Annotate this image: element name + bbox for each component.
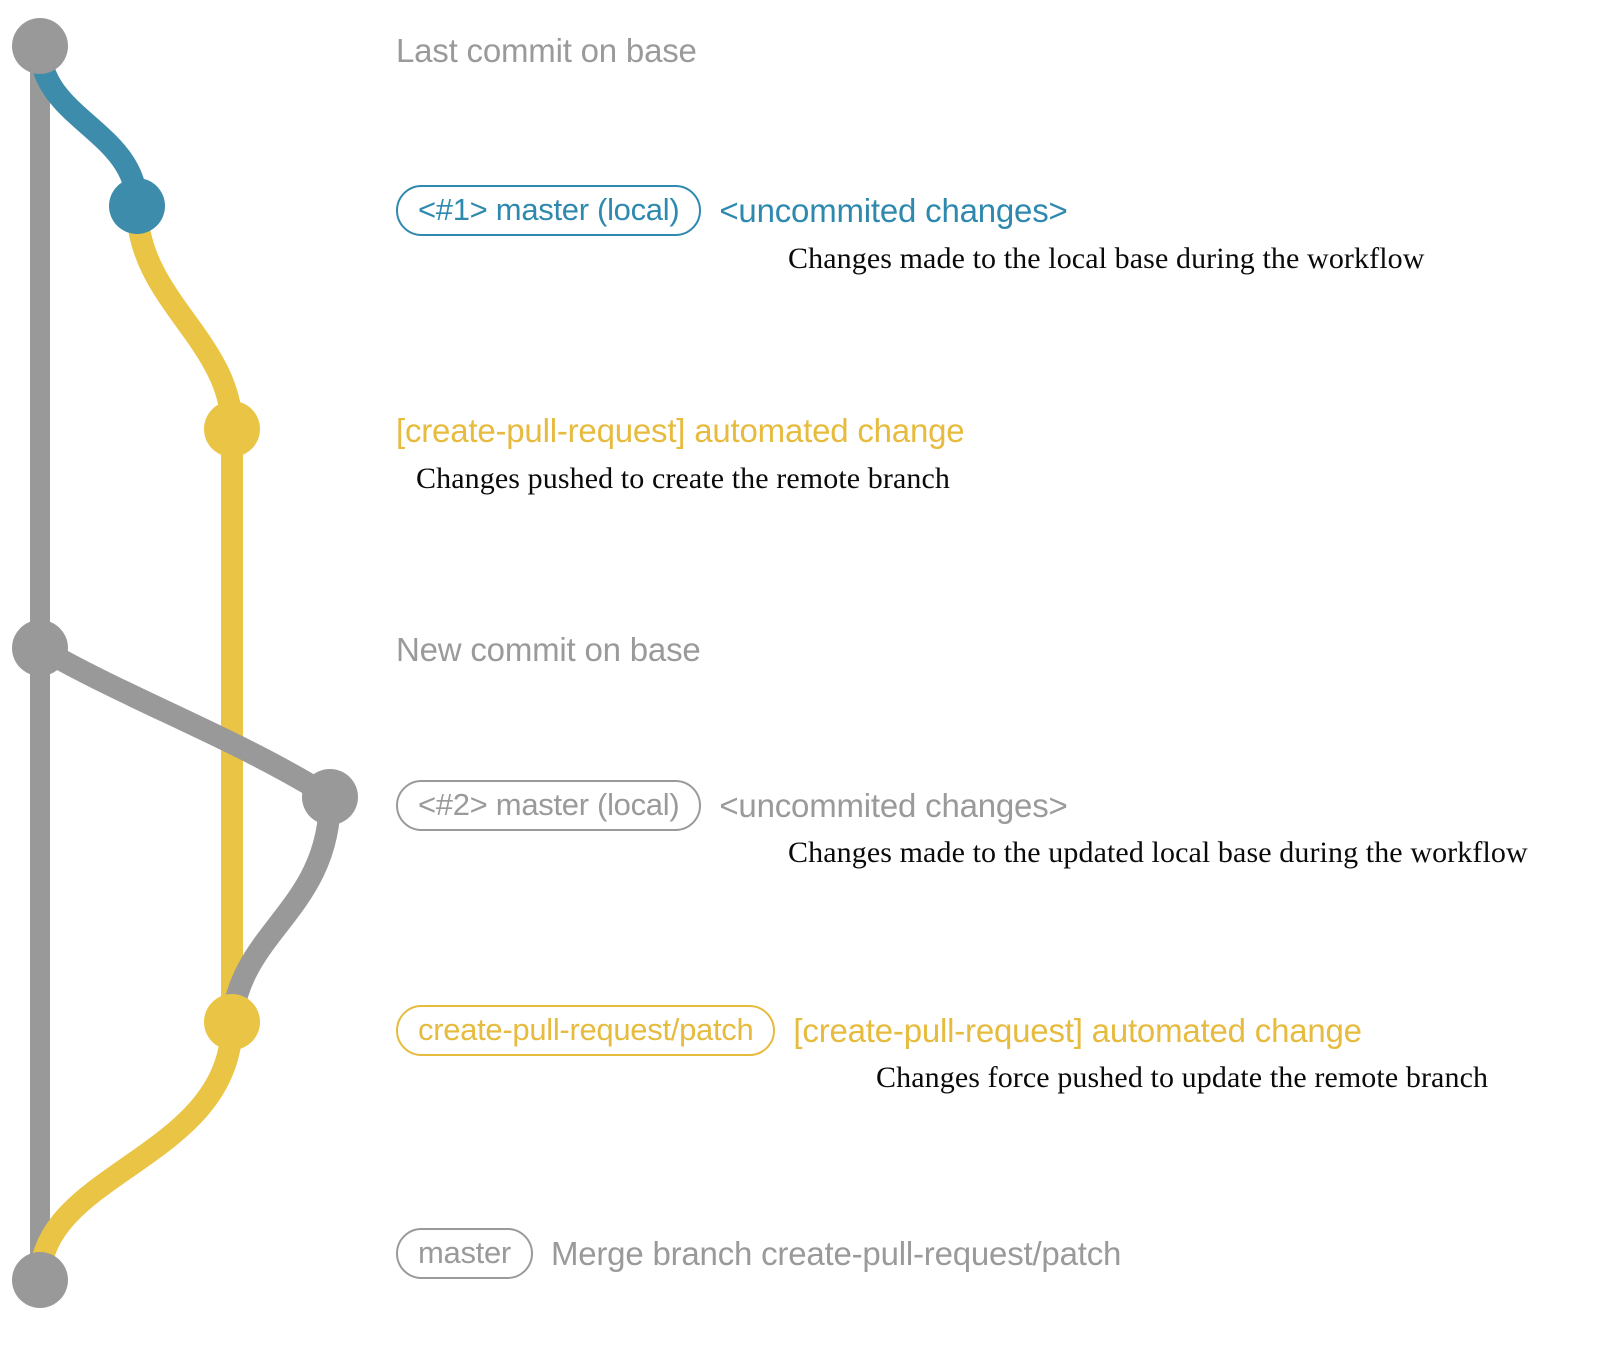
commit-subject-last-commit-on-base: Last commit on base	[396, 32, 697, 69]
note-master-local-2: Changes made to the updated local base d…	[788, 836, 1528, 869]
commit-subject-master-local-1: <uncommited changes>	[719, 191, 1068, 229]
patch-branch-1-line	[126, 195, 243, 440]
commit-subject-new-commit-on-base: New commit on base	[396, 631, 701, 668]
row-master-local-2: <#2> master (local) <uncommited changes>	[396, 780, 1068, 831]
note-automated-change-1: Changes pushed to create the remote bran…	[416, 462, 950, 495]
row-last-commit-on-base: Last commit on base	[396, 32, 697, 70]
commit-node-master-local-2[interactable]	[302, 769, 358, 825]
row-new-commit-on-base: New commit on base	[396, 631, 701, 669]
ref-badge-master[interactable]: master	[396, 1228, 533, 1279]
ref-badge-master-local-2[interactable]: <#2> master (local)	[396, 780, 702, 831]
commit-node-master-local-1[interactable]	[109, 178, 165, 234]
commit-node-last-commit-on-base[interactable]	[12, 18, 68, 74]
row-automated-change-1: [create-pull-request] automated change	[396, 412, 965, 450]
note-master-local-1: Changes made to the local base during th…	[788, 242, 1425, 275]
row-automated-change-2: create-pull-request/patch [create-pull-r…	[396, 1005, 1362, 1056]
note-automated-change-2: Changes force pushed to update the remot…	[876, 1061, 1489, 1094]
commit-node-automated-change-1[interactable]	[204, 401, 260, 457]
patch-merge-line	[29, 1011, 243, 1291]
row-merge-commit: master Merge branch create-pull-request/…	[396, 1228, 1121, 1279]
commit-subject-automated-change-1: [create-pull-request] automated change	[396, 412, 965, 449]
local-branch-2-line	[29, 637, 341, 808]
local-branch-2-to-patch-line	[221, 786, 341, 1033]
commit-node-new-commit-on-base[interactable]	[12, 620, 68, 676]
ref-badge-create-pull-request-patch[interactable]: create-pull-request/patch	[396, 1005, 776, 1056]
commit-subject-master-local-2: <uncommited changes>	[719, 786, 1068, 824]
ref-badge-master-local-1[interactable]: <#1> master (local)	[396, 185, 702, 236]
commit-node-merge-commit[interactable]	[12, 1252, 68, 1308]
commit-subject-merge-commit: Merge branch create-pull-request/patch	[550, 1234, 1122, 1272]
row-master-local-1: <#1> master (local) <uncommited changes>	[396, 185, 1068, 236]
commit-subject-automated-change-2: [create-pull-request] automated change	[793, 1011, 1362, 1049]
commit-node-automated-change-2[interactable]	[204, 994, 260, 1050]
